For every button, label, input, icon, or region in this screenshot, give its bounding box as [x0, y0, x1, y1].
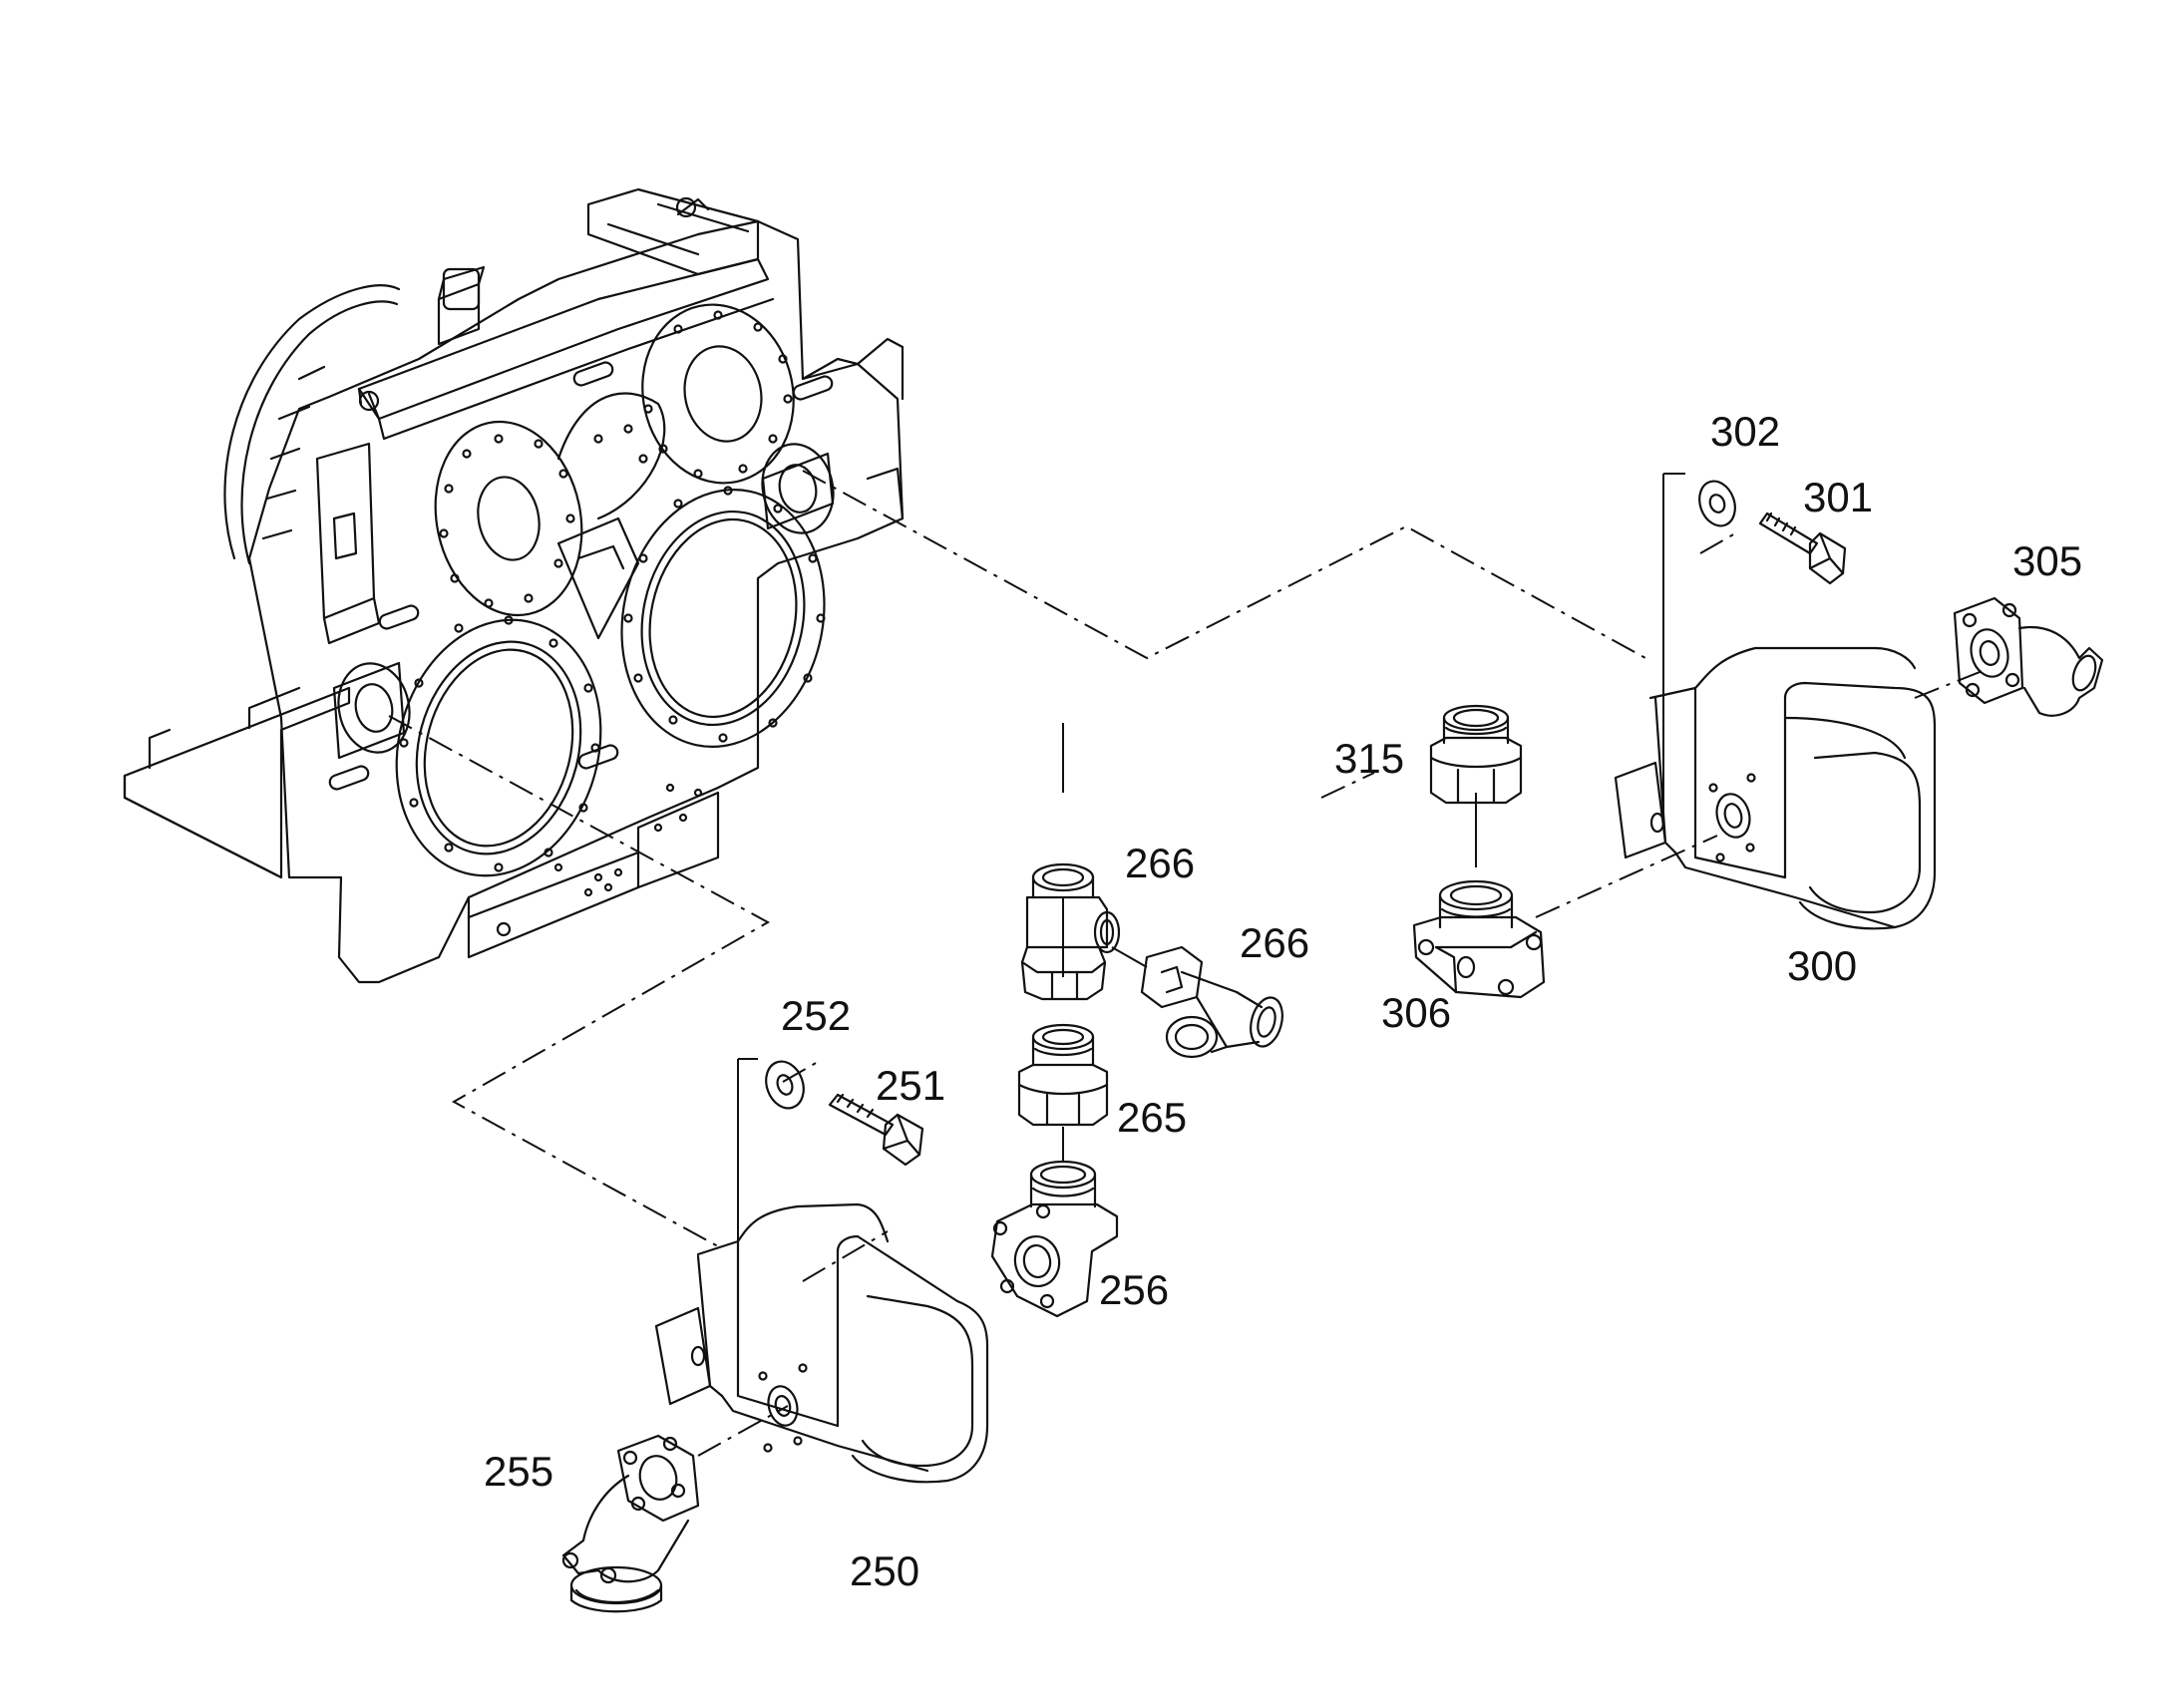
callout-252: 252 — [781, 992, 852, 1039]
pump-300-port-leader — [1320, 772, 1375, 799]
bolt-301 — [1758, 512, 1847, 585]
pump-300 — [1614, 646, 1937, 930]
fitting-265 — [1017, 1023, 1109, 1127]
pump-250 — [654, 1202, 989, 1484]
elbow-305 — [1953, 596, 2104, 717]
leader-lines — [388, 470, 1986, 1457]
callout-302: 302 — [1710, 408, 1781, 455]
upper-leader-line — [802, 470, 1646, 660]
callout-315: 315 — [1334, 735, 1405, 782]
tee-266-upper — [1020, 862, 1121, 1001]
callout-251: 251 — [876, 1062, 946, 1109]
bolt-axis-lower — [737, 1058, 758, 1391]
callout-301: 301 — [1803, 474, 1874, 520]
flange-256 — [990, 1160, 1119, 1318]
washer-252 — [765, 1060, 805, 1110]
elbow-305-leader — [1914, 669, 1986, 699]
bolt-251 — [828, 1093, 924, 1167]
bolt-axis-upper — [1662, 473, 1685, 818]
flange-256-leader — [802, 1230, 889, 1282]
callout-266-lower: 266 — [1240, 919, 1310, 966]
callout-250: 250 — [850, 1547, 920, 1594]
tee-266-lower — [1140, 945, 1283, 1059]
callout-256: 256 — [1099, 1266, 1170, 1313]
fitting-315 — [1429, 704, 1523, 805]
callout-300: 300 — [1787, 942, 1858, 989]
elbow-255-leader — [697, 1405, 789, 1457]
fitting-axis-266-266 — [1111, 946, 1148, 968]
callout-306: 306 — [1381, 989, 1452, 1036]
flange-306-leader — [1535, 835, 1718, 918]
callout-255: 255 — [484, 1448, 554, 1495]
transmission-housing — [123, 187, 905, 984]
callout-305: 305 — [2012, 537, 2083, 584]
flange-306 — [1412, 879, 1546, 999]
washer-302 — [1698, 480, 1736, 527]
bolt-301-leader — [1699, 532, 1736, 554]
elbow-255 — [561, 1434, 700, 1613]
lower-leader-line — [388, 715, 771, 1247]
callout-266-upper: 266 — [1125, 840, 1196, 886]
callout-265: 265 — [1117, 1094, 1188, 1141]
